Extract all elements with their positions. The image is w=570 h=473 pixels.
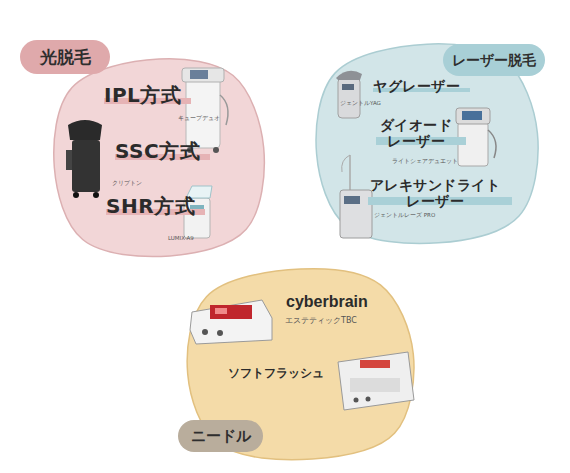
method-label: ダイオード レーザー	[376, 117, 466, 149]
method-label: アレキサンドライト レーザー	[368, 177, 512, 209]
method-label: ヤグレーザー	[373, 78, 470, 94]
category-blob: レーザー脱毛ヤグレーザージェントルYAG ダイオード レーザーライトシェアデュエッ…	[312, 40, 542, 247]
model-name: キュープデュオ	[178, 115, 220, 121]
category-heading: レーザー脱毛	[443, 44, 545, 76]
model-name: エステティックTBC	[285, 316, 357, 325]
category-heading: 光脱毛	[20, 40, 110, 74]
method-label: cyberbrain	[286, 293, 368, 311]
model-name: LUMIX-A9	[168, 235, 194, 241]
method-label: SHR方式	[106, 195, 205, 218]
model-name: ジェントルYAG	[340, 100, 381, 106]
method-label: IPL方式	[104, 84, 191, 107]
model-name: ライトシェアデュエット	[392, 158, 458, 164]
model-name: クリプトン	[112, 180, 142, 186]
category-blob: ニードルcyberbrainエステティックTBCソフトフラッシュ	[183, 265, 418, 463]
category-heading: ニードル	[178, 420, 263, 452]
category-blob: 光脱毛IPL方式キュープデュオSSC方式クリプトンSHR方式LUMIX-A9	[50, 55, 268, 260]
method-label: SSC方式	[115, 140, 210, 163]
blob-shape	[54, 59, 265, 257]
model-name: ジェントルレーズ PRO	[374, 212, 435, 218]
method-label: ソフトフラッシュ	[228, 367, 324, 381]
